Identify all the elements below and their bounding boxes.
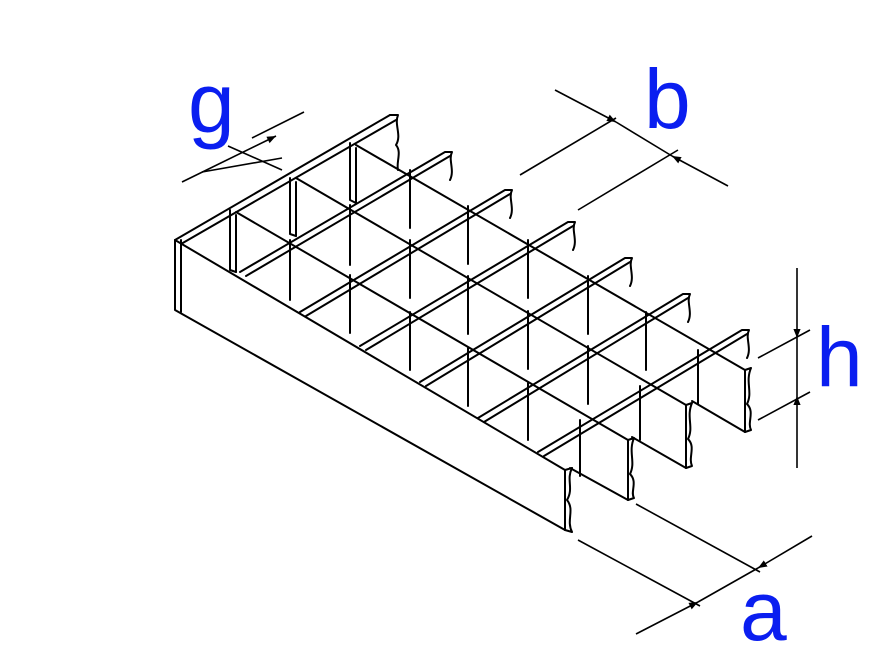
front-bearing-bar xyxy=(174,239,573,533)
label-a: a xyxy=(740,564,787,658)
rear-bearing-bars xyxy=(229,142,357,273)
bearing-bars xyxy=(235,144,752,501)
cross-bars xyxy=(239,151,750,457)
cell-walls xyxy=(289,169,699,477)
label-b: b xyxy=(644,52,691,146)
grating xyxy=(174,114,752,533)
dimension-h xyxy=(757,268,811,468)
label-g: g xyxy=(188,56,235,150)
dimension-a xyxy=(577,503,813,635)
dimension-g xyxy=(181,111,305,183)
back-bar xyxy=(174,114,400,245)
dimension-labels: g b h a xyxy=(188,52,863,658)
dimension-b xyxy=(519,89,729,211)
dimension-lines xyxy=(181,89,813,635)
label-h: h xyxy=(816,310,863,404)
